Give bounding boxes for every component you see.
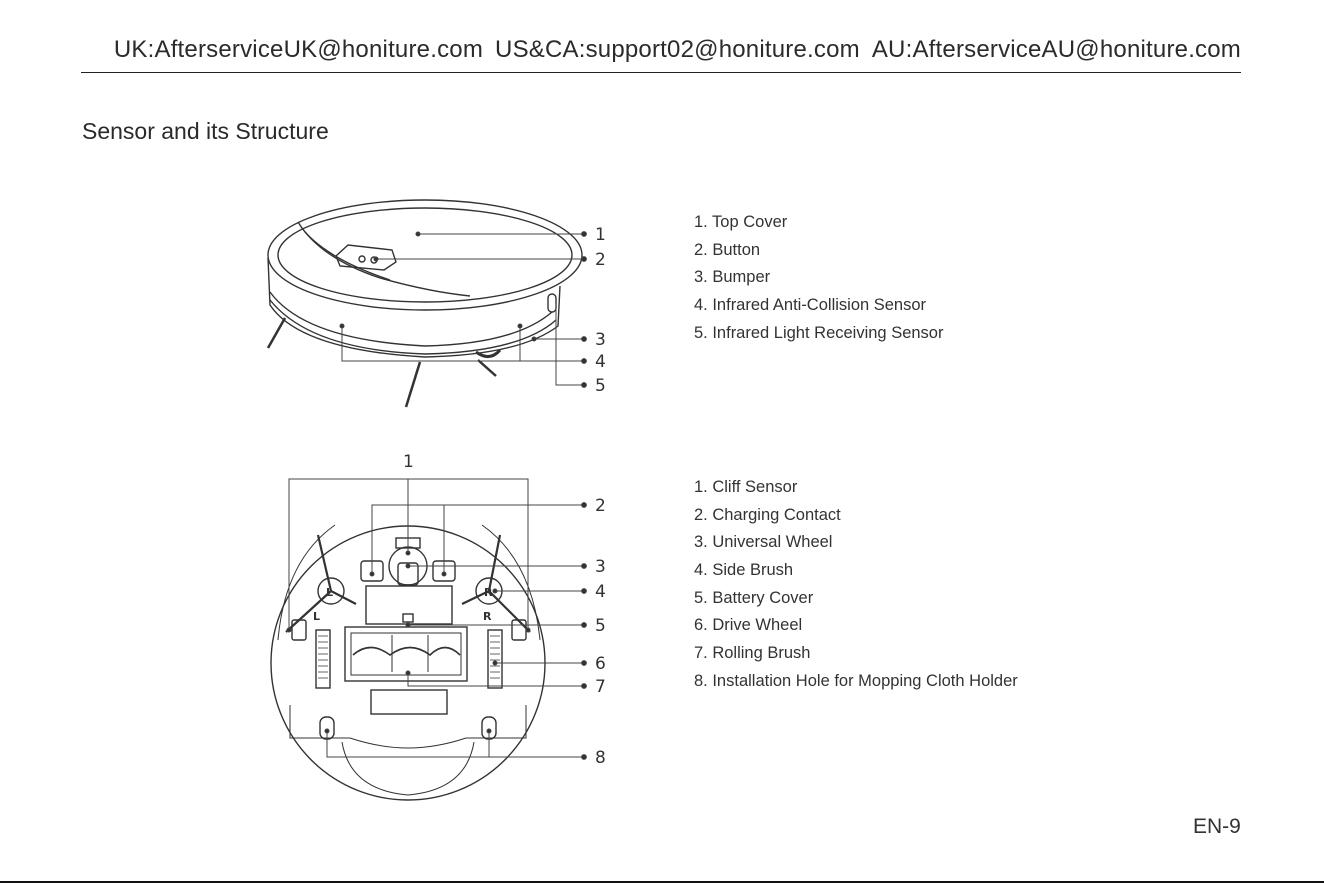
bottom-divider (0, 881, 1324, 883)
legend-item: 2. Charging Contact (694, 505, 841, 524)
callout-number: 3 (595, 557, 606, 577)
callout-number: 1 (403, 452, 414, 472)
bottom-view-legend: 1. Cliff Sensor 2. Charging Contact 3. U… (694, 476, 1018, 698)
callout-number: 6 (595, 654, 606, 674)
callout-number: 3 (595, 330, 606, 350)
battery-cover (365, 585, 453, 625)
page-number: EN-9 (1193, 815, 1241, 838)
side-brush-left-top (266, 317, 287, 349)
callout-number: 2 (595, 496, 606, 516)
rolling-brush-frame (344, 626, 468, 682)
top-figure-callout-numbers: 1 2 3 4 5 (595, 225, 606, 396)
legend-item: 2. Button (694, 240, 761, 259)
callout-number: 2 (595, 250, 606, 270)
drive-wheel-right (487, 629, 503, 689)
drive-wheel-left (315, 629, 331, 689)
side-brush-left (285, 534, 357, 633)
callout-number: 5 (595, 616, 606, 636)
side-brush-right-top (477, 359, 497, 377)
legend-item: 3. Universal Wheel (694, 533, 833, 552)
button-panel (335, 244, 397, 271)
right-wheel-mark: R (484, 586, 493, 599)
legend-item: 4. Side Brush (694, 561, 794, 580)
us-ca-contact-email: US&CA:support02@honiture.com (495, 36, 860, 63)
callout-number: 5 (595, 376, 606, 396)
legend-item: 6. Drive Wheel (694, 616, 803, 635)
legend-item: 3. Bumper (694, 268, 771, 287)
bottom-figure-callout-numbers: 1 2 3 4 5 6 7 8 (403, 452, 606, 768)
left-wheel-mark: L (326, 586, 333, 599)
callout-number: 1 (595, 225, 606, 245)
section-title: Sensor and its Structure (82, 118, 329, 144)
au-contact-email: AU:AfterserviceAU@honiture.com (871, 36, 1241, 63)
bottom-slot (370, 689, 448, 715)
uk-contact-email: UK:AfterserviceUK@honiture.com (113, 36, 484, 63)
contact-header: UK:AfterserviceUK@honiture.com US&CA:sup… (81, 36, 1241, 73)
legend-item: 1. Cliff Sensor (694, 478, 798, 496)
legend-item: 8. Installation Hole for Mopping Cloth H… (694, 671, 1018, 690)
callout-number: 4 (595, 352, 606, 372)
top-cover-outline (267, 199, 583, 311)
left-wheel-mark: L (313, 610, 320, 623)
side-brush-front-top (404, 361, 422, 408)
top-view-legend: 1. Top Cover 2. Button 3. Bumper 4. Infr… (694, 211, 943, 349)
legend-item: 4. Infrared Anti-Collision Sensor (694, 296, 927, 315)
callout-number: 8 (595, 748, 606, 768)
callout-number: 7 (595, 677, 606, 697)
legend-item: 5. Battery Cover (694, 588, 814, 607)
legend-item: 7. Rolling Brush (694, 644, 811, 663)
legend-item: 5. Infrared Light Receiving Sensor (694, 323, 944, 342)
legend-item: 1. Top Cover (694, 213, 788, 231)
right-wheel-mark: R (483, 610, 492, 623)
callout-number: 4 (595, 582, 606, 602)
